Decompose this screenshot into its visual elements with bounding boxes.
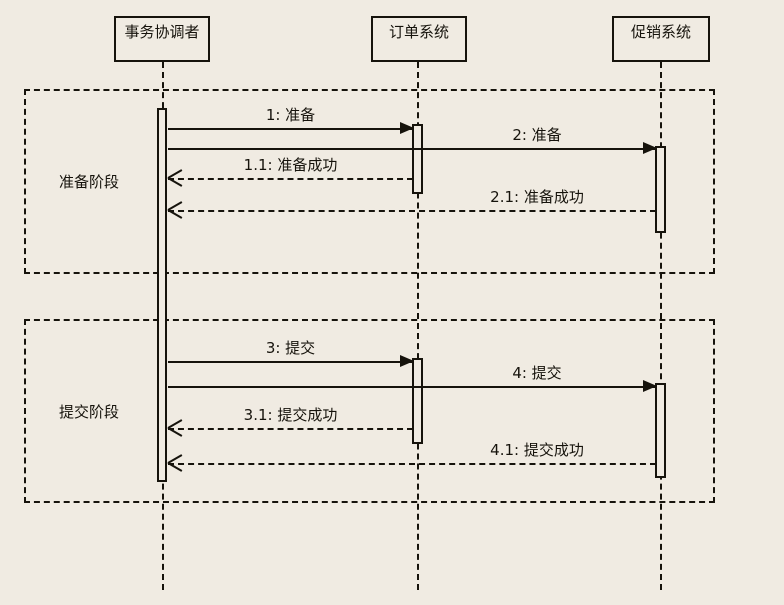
message-return-line: [168, 463, 656, 465]
filled-arrowhead-icon: [643, 142, 657, 154]
activation-promo-prepare: [655, 146, 666, 233]
message-line: [168, 386, 656, 388]
activation-order-prepare: [412, 124, 423, 194]
message-line: [168, 361, 413, 363]
message-label: 2.1: 准备成功: [490, 188, 584, 206]
actor-coordinator-label: 事务协调者: [124, 23, 200, 41]
message-label: 1: 准备: [265, 106, 316, 124]
message-label: 4: 提交: [512, 364, 562, 382]
actor-promo-system: 促销系统: [612, 16, 710, 62]
message-label: 3.1: 提交成功: [243, 406, 338, 424]
actor-coordinator: 事务协调者: [114, 16, 210, 62]
lifeline-promo-system: [660, 62, 662, 590]
filled-arrowhead-icon: [643, 380, 657, 392]
message-label: 4.1: 提交成功: [490, 441, 584, 459]
filled-arrowhead-icon: [400, 355, 414, 367]
activation-promo-commit: [655, 383, 666, 478]
activation-coordinator: [157, 108, 167, 482]
message-line: [168, 128, 413, 130]
lifeline-order-system: [417, 62, 419, 590]
filled-arrowhead-icon: [400, 122, 414, 134]
message-line: [168, 148, 656, 150]
actor-promo-system-label: 促销系统: [630, 23, 691, 41]
message-return-line: [168, 428, 413, 430]
message-return-line: [168, 210, 656, 212]
phase-label-commit: 提交阶段: [59, 402, 120, 421]
message-return-line: [168, 178, 413, 180]
phase-frame-commit: 提交阶段: [24, 319, 715, 503]
phase-frame-prepare: 准备阶段: [24, 89, 715, 274]
message-label: 1.1: 准备成功: [243, 156, 338, 174]
message-label: 3: 提交: [265, 339, 316, 357]
actor-order-system-label: 订单系统: [388, 23, 449, 41]
activation-order-commit: [412, 358, 423, 444]
message-label: 2: 准备: [512, 126, 562, 144]
phase-label-prepare: 准备阶段: [59, 173, 120, 191]
actor-order-system: 订单系统: [371, 16, 467, 62]
